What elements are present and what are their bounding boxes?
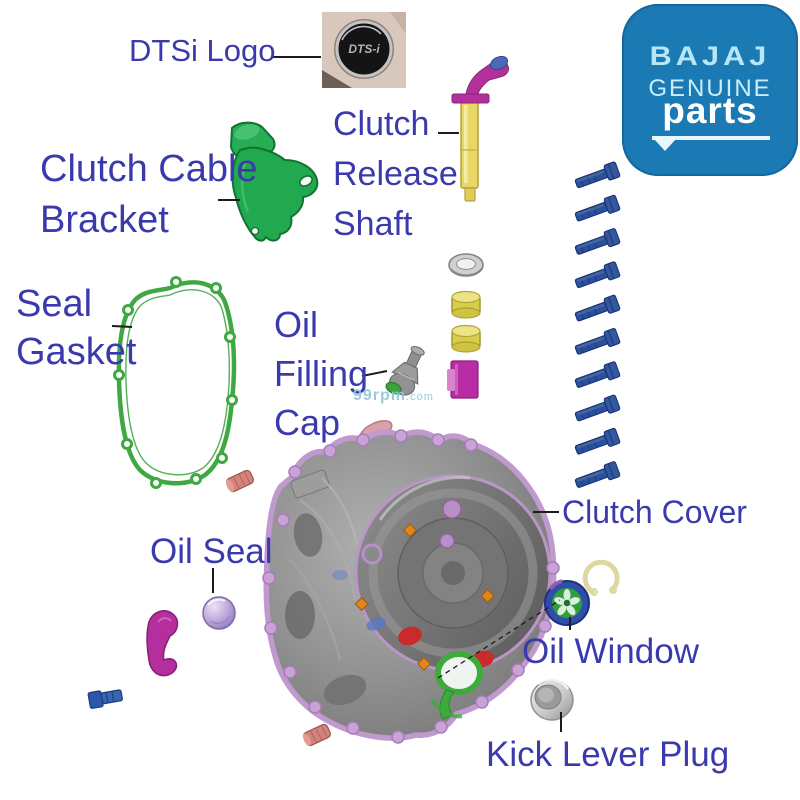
cover-purple-boss	[442, 499, 462, 519]
oil-filling-cap-line	[361, 370, 388, 377]
kick-lever-plug-label: Kick Lever Plug	[486, 735, 730, 774]
watermark: 99rpm.com	[353, 387, 434, 405]
cover-bolts	[572, 160, 621, 492]
bajaj-brand-text: BAJAJ	[649, 42, 771, 72]
bajaj-down-arrow-icon	[654, 139, 676, 151]
cover-oil-window-opening	[430, 651, 483, 720]
oil-window-part	[544, 579, 590, 626]
bajaj-underline	[652, 136, 770, 140]
shaft-bush-lower	[451, 324, 481, 353]
cover-bolt	[572, 360, 621, 392]
label-line: Shaft	[333, 205, 413, 243]
label-line: Bracket	[40, 199, 169, 241]
bajaj-genuine-parts-logo: BAJAJ GENUINE parts	[622, 4, 798, 176]
clutch-release-shaft-label: Clutch Release Shaft	[333, 99, 458, 249]
clutch-cover-label: Clutch Cover	[562, 494, 747, 530]
cover-bolt	[572, 393, 621, 426]
label-line: Filling	[274, 353, 369, 394]
label-line: Oil	[274, 304, 318, 345]
cover-rim-ears	[262, 429, 560, 744]
connector-lines	[111, 56, 571, 732]
dtsi-logo-photo: DTS-i	[322, 12, 406, 88]
shaft-bearing	[448, 253, 484, 277]
dowel-pin-lower	[300, 722, 333, 748]
oil-filling-cap-part	[385, 345, 425, 396]
watermark-suffix: .com	[406, 391, 434, 403]
cover-bolt	[572, 427, 621, 459]
bajaj-genuine-text: GENUINE	[648, 75, 772, 102]
seal-gasket-line	[111, 325, 133, 328]
oil-seal-part	[202, 596, 236, 630]
cover-bolt	[572, 194, 621, 226]
watermark-main: 99rpm	[353, 387, 407, 404]
oil-window-dashed-line	[437, 599, 561, 679]
label-line: Cap	[274, 402, 341, 443]
cover-bolt	[572, 460, 621, 492]
cover-bolt	[572, 227, 621, 259]
shaft-spacer	[447, 360, 479, 399]
kick-lever-part	[146, 610, 179, 677]
cover-bolt	[572, 260, 621, 293]
clutch-release-shaft-part	[451, 55, 509, 202]
clutch-cover-part	[262, 420, 560, 744]
dtsi-logo-label: DTSi Logo	[129, 33, 276, 68]
label-line: Seal	[16, 283, 93, 325]
dtsi-badge-text: DTS-i	[348, 42, 380, 56]
cover-bolt	[572, 160, 621, 193]
label-line: Release	[333, 155, 458, 193]
clutch-cable-bracket-label: Clutch Cable Bracket	[40, 144, 258, 246]
cover-bolt	[572, 327, 621, 359]
cover-bolt	[572, 294, 621, 326]
seal-gasket-part	[113, 276, 238, 489]
oil-filling-cap-label: Oil Filling Cap	[274, 300, 368, 447]
oil-seal-label: Oil Seal	[150, 532, 273, 571]
seal-gasket-label: Seal Gasket	[16, 280, 136, 376]
cover-orange-screws	[354, 523, 495, 671]
kick-lever-plug-part	[530, 678, 574, 721]
drain-bolt-part	[87, 689, 123, 709]
bajaj-parts-text: parts	[662, 90, 758, 131]
label-line: Clutch Cable	[40, 148, 258, 190]
circlip-part	[582, 559, 620, 596]
oil-window-label: Oil Window	[522, 632, 699, 671]
cover-red-detail	[398, 626, 422, 646]
clutch-cable-bracket-part	[229, 121, 319, 242]
label-line: Clutch	[333, 105, 430, 143]
label-line: Gasket	[16, 331, 137, 373]
shaft-bush-upper	[451, 290, 481, 319]
photo-shadow	[322, 70, 352, 88]
dtsi-badge-disc	[335, 20, 393, 78]
dowel-pin-upper	[223, 468, 256, 494]
